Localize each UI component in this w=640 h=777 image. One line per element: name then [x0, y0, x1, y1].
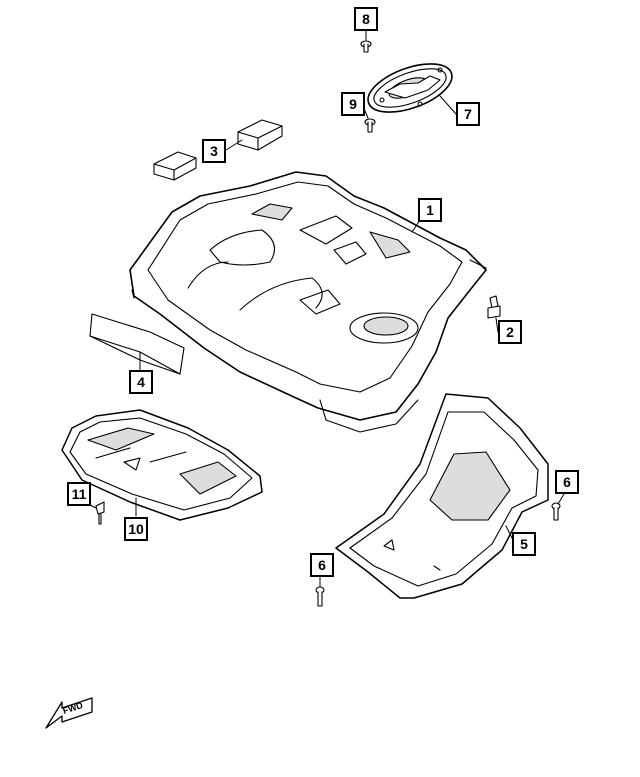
shield-bolt-left	[316, 587, 324, 606]
tank-shield	[336, 394, 548, 598]
shield-bolt-right	[552, 503, 560, 520]
callout-5[interactable]: 5	[512, 532, 536, 556]
heat-shield-fastener	[96, 502, 104, 524]
callout-1[interactable]: 1	[418, 198, 442, 222]
leader-lines	[83, 29, 565, 587]
access-cover	[362, 54, 458, 122]
callout-3[interactable]: 3	[202, 139, 226, 163]
callout-4[interactable]: 4	[129, 370, 153, 394]
callout-7[interactable]: 7	[456, 102, 480, 126]
callout-2[interactable]: 2	[498, 320, 522, 344]
callout-6-left[interactable]: 6	[310, 553, 334, 577]
callout-10[interactable]: 10	[124, 517, 148, 541]
tank-strap-bolt	[488, 296, 500, 318]
callout-8[interactable]: 8	[354, 7, 378, 31]
forward-arrow-icon: FWD	[45, 697, 93, 729]
heat-shield	[62, 410, 262, 520]
callout-9[interactable]: 9	[341, 92, 365, 116]
fuel-tank	[130, 172, 486, 432]
callout-11[interactable]: 11	[67, 482, 91, 506]
cover-screw-9	[365, 119, 375, 132]
cover-screw-8	[361, 41, 371, 52]
insulator-pads	[154, 120, 282, 180]
tank-pad	[90, 314, 184, 374]
callout-6-right[interactable]: 6	[555, 470, 579, 494]
